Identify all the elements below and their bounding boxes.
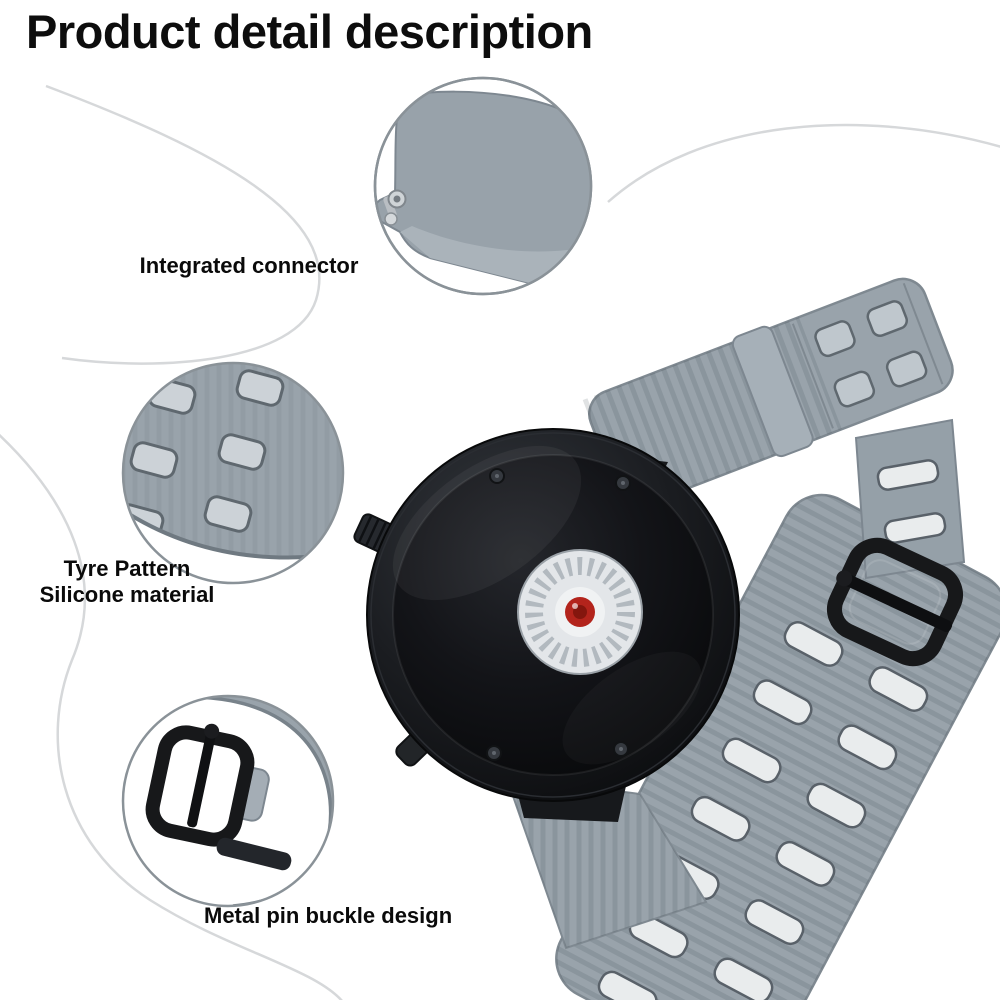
label-metal-pin-buckle: Metal pin buckle design	[204, 903, 453, 928]
label-tyre-line2: Silicone material	[39, 582, 215, 607]
label-tyre-pattern: Tyre Pattern Silicone material	[28, 556, 226, 608]
heart-rate-sensor	[517, 549, 643, 675]
case-screws	[486, 468, 631, 761]
pin-buckle	[145, 723, 255, 847]
callout-connector	[373, 76, 593, 296]
decorative-curve	[45, 84, 321, 365]
callout-buckle	[121, 694, 335, 908]
strap-keeper	[731, 325, 814, 458]
decorative-curve	[607, 123, 1000, 203]
keeper-bar	[216, 837, 292, 871]
decorative-curve	[0, 434, 343, 1000]
label-tyre-line1: Tyre Pattern	[63, 556, 191, 581]
decorative-curves	[0, 84, 1000, 1000]
callout-tyre-pattern	[121, 361, 345, 585]
watch	[353, 428, 740, 822]
strap-adjust-holes	[814, 300, 928, 408]
strap-slot-holes	[597, 621, 929, 1000]
label-integrated-connector: Integrated connector	[139, 253, 359, 278]
strap-buckle	[827, 537, 963, 667]
page-title: Product detail description	[26, 5, 593, 58]
bottom-strap	[555, 493, 1000, 1000]
